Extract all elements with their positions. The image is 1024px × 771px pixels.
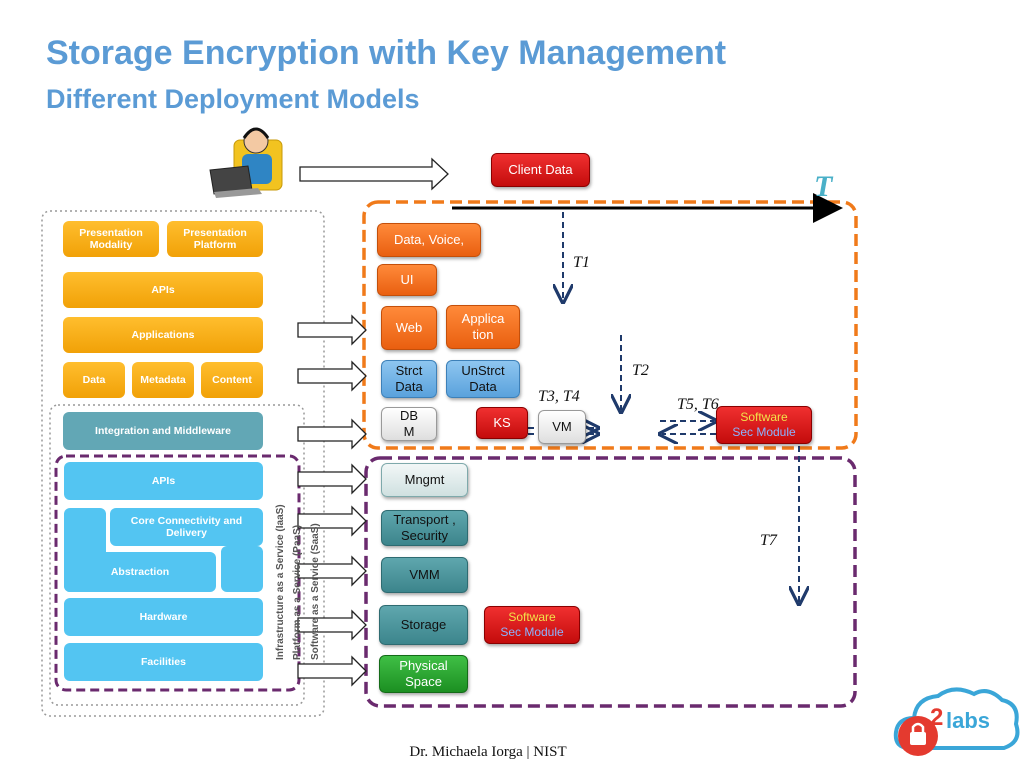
- upper-sec-module-label: Sec Module: [732, 425, 796, 439]
- presentation-modality-block: Presentation Modality: [63, 221, 159, 257]
- storage-block-arrow: [297, 609, 367, 641]
- core-right-column: [221, 546, 263, 592]
- facilities-block: Facilities: [64, 643, 263, 681]
- cloud-logo-icon: [893, 687, 1020, 756]
- abstraction-block: Abstraction: [64, 552, 216, 592]
- apis-bottom-block: APIs: [64, 462, 263, 500]
- client-data-box: Client Data: [491, 153, 590, 187]
- lower-software-label: Software: [508, 610, 556, 624]
- t3t4-label: T3, T4: [538, 388, 580, 405]
- dbm-box: DB M: [381, 407, 437, 441]
- data-block-arrow: [297, 360, 367, 392]
- t7-label: T7: [760, 532, 777, 549]
- upper-deployment-frame: [362, 200, 858, 450]
- framework-iaas-frame: [54, 454, 301, 692]
- application-box: Applica tion: [446, 305, 520, 349]
- transport-block-arrow: [297, 505, 367, 537]
- web-block-arrow: [297, 314, 367, 346]
- ui-box: UI: [377, 264, 437, 296]
- upper-software-label: Software: [740, 410, 788, 424]
- vmm-block-arrow: [297, 555, 367, 587]
- user-block-arrow: [299, 157, 449, 191]
- unstrct-data-box: UnStrct Data: [446, 360, 520, 398]
- physical-block-arrow: [297, 655, 367, 687]
- t2-label: T2: [632, 362, 649, 379]
- physical-space-box: Physical Space: [379, 655, 468, 693]
- lower-deployment-frame: [364, 456, 857, 708]
- user-illustration: [209, 127, 283, 198]
- framework-paas-frame: [49, 404, 305, 706]
- t1-label: T1: [573, 254, 590, 271]
- transport-security-box: Transport , Security: [381, 510, 468, 546]
- iaas-label: Infrastructure as a Service (IaaS): [275, 504, 286, 660]
- applications-block: Applications: [63, 317, 263, 353]
- integration-middleware-block: Integration and Middleware: [63, 412, 263, 450]
- logo-text: labs: [946, 708, 991, 733]
- metadata-block: Metadata: [132, 362, 194, 398]
- strct-data-box: Strct Data: [381, 360, 437, 398]
- page-subtitle: Different Deployment Models: [46, 84, 420, 114]
- page-title: Storage Encryption with Key Management: [46, 34, 727, 72]
- vmm-box: VMM: [381, 557, 468, 593]
- mngmt-block-arrow: [297, 463, 367, 495]
- t5t6-label: T5, T6: [677, 396, 719, 413]
- lower-software-sec-module: Software Sec Module: [484, 606, 580, 644]
- data-voice-box: Data, Voice,: [377, 223, 481, 257]
- hardware-block: Hardware: [64, 598, 263, 636]
- upper-software-sec-module: Software Sec Module: [716, 406, 812, 444]
- logo-digit: 2: [930, 704, 944, 731]
- dbm-block-arrow: [297, 418, 367, 450]
- core-connectivity-block: Core Connectivity and Delivery: [110, 508, 263, 546]
- presentation-platform-block: Presentation Platform: [167, 221, 263, 257]
- vm-box: VM: [538, 410, 586, 444]
- content-block: Content: [201, 362, 263, 398]
- saas-label: Software as a Service (SaaS): [310, 523, 321, 660]
- lower-sec-module-label: Sec Module: [500, 625, 564, 639]
- ks-box: KS: [476, 407, 528, 439]
- web-box: Web: [381, 306, 437, 350]
- c2labs-logo: 2 labs: [888, 678, 1022, 766]
- paas-label: Platform as a Service (PaaS): [292, 524, 303, 660]
- storage-box: Storage: [379, 605, 468, 645]
- data-block: Data: [63, 362, 125, 398]
- t-label: T: [814, 170, 833, 203]
- footer-credit: Dr. Michaela Iorga | NIST: [409, 744, 567, 760]
- apis-top-block: APIs: [63, 272, 263, 308]
- mngmt-box: Mngmt: [381, 463, 468, 497]
